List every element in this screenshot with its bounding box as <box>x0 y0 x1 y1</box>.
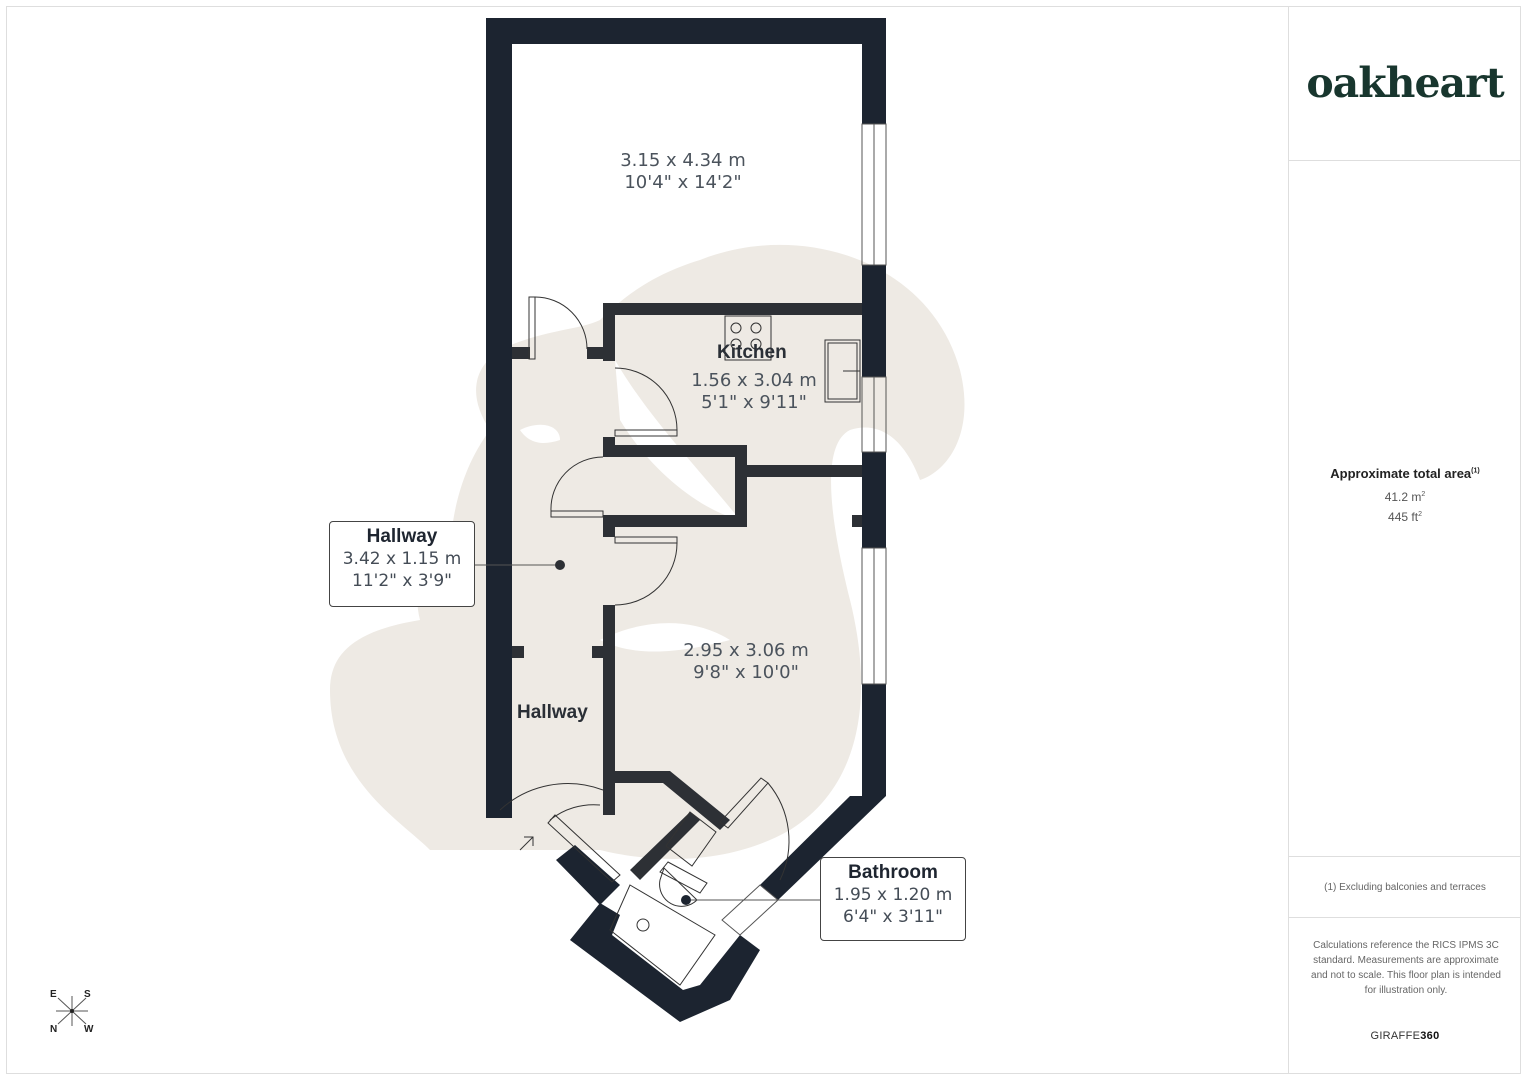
room-middle-imperial: 9'8" x 10'0" <box>693 662 799 683</box>
compass-n: N <box>50 1024 58 1035</box>
compass-rose: E S N W <box>44 986 100 1038</box>
watermark-cutouts <box>520 360 740 652</box>
page-frame <box>6 6 1521 1074</box>
total-area-title: Approximate total area(1) <box>1330 466 1480 481</box>
giraffe360-brand: GIRAFFE360 <box>1370 1030 1440 1042</box>
logo-cell: oakheart <box>1289 6 1521 161</box>
total-area: Approximate total area(1) 41.2 m2 445 ft… <box>1289 466 1521 525</box>
kitchen-fixtures <box>724 315 861 403</box>
bathroom-callout-dot <box>681 895 691 905</box>
hallway-callout-box: Hallway 3.42 x 1.15 m 11'2" x 3'9" <box>329 521 475 607</box>
kitchen-name: Kitchen <box>717 342 787 363</box>
floor-plan <box>330 18 965 1022</box>
hallway-callout-metric: 3.42 x 1.15 m <box>342 549 462 569</box>
entry-arrow-icon <box>519 836 534 851</box>
compass-e: E <box>50 989 57 1000</box>
bathroom-callout-box: Bathroom 1.95 x 1.20 m 6'4" x 3'11" <box>820 857 966 941</box>
kitchen-imperial: 5'1" x 9'11" <box>701 392 807 413</box>
disclaimer-text: Calculations reference the RICS IPMS 3C … <box>1311 940 1501 996</box>
callout-lines <box>474 564 820 901</box>
hallway-callout-imperial: 11'2" x 3'9" <box>352 571 452 591</box>
total-area-imperial: 445 ft2 <box>1388 510 1422 524</box>
hallway-label: Hallway <box>517 702 588 723</box>
hallway-callout-title: Hallway <box>366 526 438 547</box>
room-top-metric: 3.15 x 4.34 m <box>620 150 746 171</box>
bathroom-callout-imperial: 6'4" x 3'11" <box>843 907 943 927</box>
bathroom-callout-title: Bathroom <box>848 862 938 883</box>
hallway-callout-dot <box>555 560 565 570</box>
outer-walls <box>486 18 886 1022</box>
info-panel: oakheart Approximate total area(1) 41.2 … <box>1288 6 1521 1074</box>
compass-w: W <box>84 1024 94 1035</box>
bathroom-fixtures <box>609 861 716 986</box>
room-top-imperial: 10'4" x 14'2" <box>624 172 742 193</box>
room-middle-dimensions: 2.95 x 3.06 m 9'8" x 10'0" <box>646 640 846 684</box>
kitchen-metric: 1.56 x 3.04 m <box>691 370 817 391</box>
inner-walls <box>512 303 862 880</box>
windows <box>721 123 887 936</box>
room-middle-metric: 2.95 x 3.06 m <box>683 640 809 661</box>
footnote-cell: (1) Excluding balconies and terraces <box>1289 856 1521 918</box>
total-area-metric: 41.2 m2 <box>1384 490 1426 504</box>
brand-logo: oakheart <box>1306 59 1504 107</box>
kitchen-dimensions: 1.56 x 3.04 m 5'1" x 9'11" <box>654 370 854 414</box>
compass-s: S <box>84 989 91 1000</box>
doors <box>499 296 790 883</box>
compass-star-icon <box>56 996 88 1026</box>
room-top-dimensions: 3.15 x 4.34 m 10'4" x 14'2" <box>583 150 783 194</box>
footnote-text: (1) Excluding balconies and terraces <box>1324 881 1486 893</box>
bathroom-callout-metric: 1.95 x 1.20 m <box>833 885 953 905</box>
